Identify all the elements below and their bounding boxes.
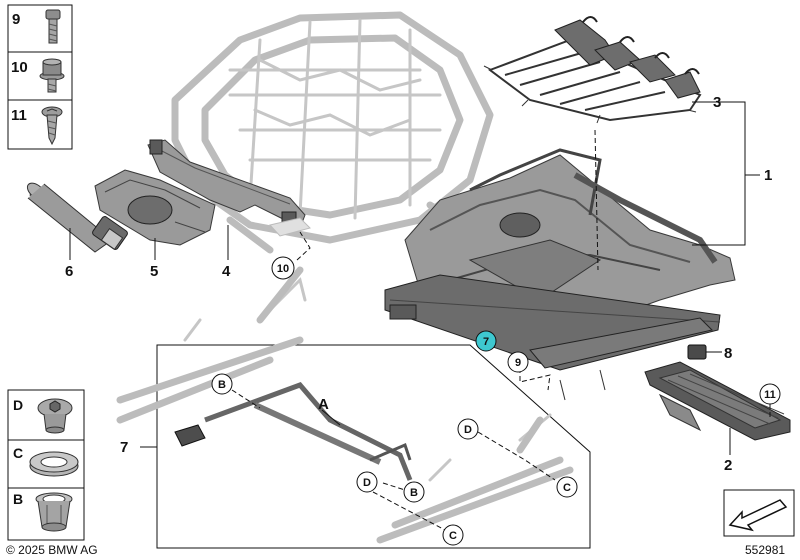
callout-B1-circle: B — [211, 373, 233, 395]
callout-11-circle: 11 — [759, 383, 781, 405]
svg-text:D: D — [363, 477, 371, 489]
callout-C2-circle: C — [442, 524, 464, 546]
diagram-number: 552981 — [745, 543, 785, 557]
torx-plug-icon — [37, 398, 73, 434]
part-3-spring-mat — [483, 16, 702, 124]
bracket-1-3 — [692, 101, 746, 246]
svg-text:B: B — [218, 379, 226, 391]
callout-7: 7 — [120, 439, 128, 456]
part-1-seat-frame — [384, 129, 736, 401]
svg-text:D: D — [464, 424, 472, 436]
callout-7-highlight: 7 — [475, 330, 497, 352]
part-8-clip — [687, 344, 707, 360]
callout-9-circle: 9 — [507, 351, 529, 373]
callout-3: 3 — [713, 94, 721, 111]
part-number-9: 9 — [12, 11, 20, 28]
callout-5: 5 — [150, 263, 158, 280]
pan-head-screw-icon — [41, 106, 63, 146]
clip-sleeve-icon — [35, 492, 73, 532]
part-letter-D: D — [13, 397, 23, 413]
part-number-10: 10 — [11, 59, 28, 76]
copyright-text: © 2025 BMW AG — [6, 543, 98, 557]
torx-bolt-icon — [45, 9, 61, 44]
callout-D2-circle: D — [356, 471, 378, 493]
direction-arrow-icon — [728, 499, 788, 532]
detail-box-7 — [116, 266, 591, 549]
part-2-footrest-pad — [644, 361, 791, 441]
orientation-arrow-box — [723, 489, 795, 537]
callout-D1-circle: D — [457, 418, 479, 440]
leader-9 — [519, 368, 551, 391]
part-5-housing — [94, 169, 216, 246]
callout-B2-circle: B — [403, 481, 425, 503]
callout-8: 8 — [724, 345, 732, 362]
callout-C1-circle: C — [556, 476, 578, 498]
svg-text:7: 7 — [483, 336, 489, 348]
callout-A: A — [318, 396, 329, 413]
part-number-11: 11 — [11, 107, 27, 124]
callout-6: 6 — [65, 263, 73, 280]
hex-flange-bolt-icon — [39, 58, 65, 93]
leader-10 — [296, 231, 311, 261]
part-4-bracket — [147, 139, 311, 237]
callout-1: 1 — [764, 167, 772, 184]
svg-text:9: 9 — [515, 357, 521, 369]
part-letter-C: C — [13, 445, 23, 461]
svg-text:10: 10 — [277, 263, 289, 275]
part-letter-B: B — [13, 491, 23, 507]
small-parts-panel-bottom: D C B — [7, 389, 85, 541]
svg-text:B: B — [410, 487, 418, 499]
callout-10-circle: 10 — [271, 256, 295, 280]
svg-text:11: 11 — [764, 389, 776, 401]
callout-4: 4 — [222, 263, 231, 280]
retaining-ring-icon — [29, 451, 79, 477]
svg-text:C: C — [449, 530, 457, 542]
svg-text:C: C — [563, 482, 571, 494]
part-6-motor — [26, 182, 128, 253]
small-parts-panel-top: 9 10 11 — [7, 4, 73, 150]
callout-2: 2 — [724, 457, 732, 474]
